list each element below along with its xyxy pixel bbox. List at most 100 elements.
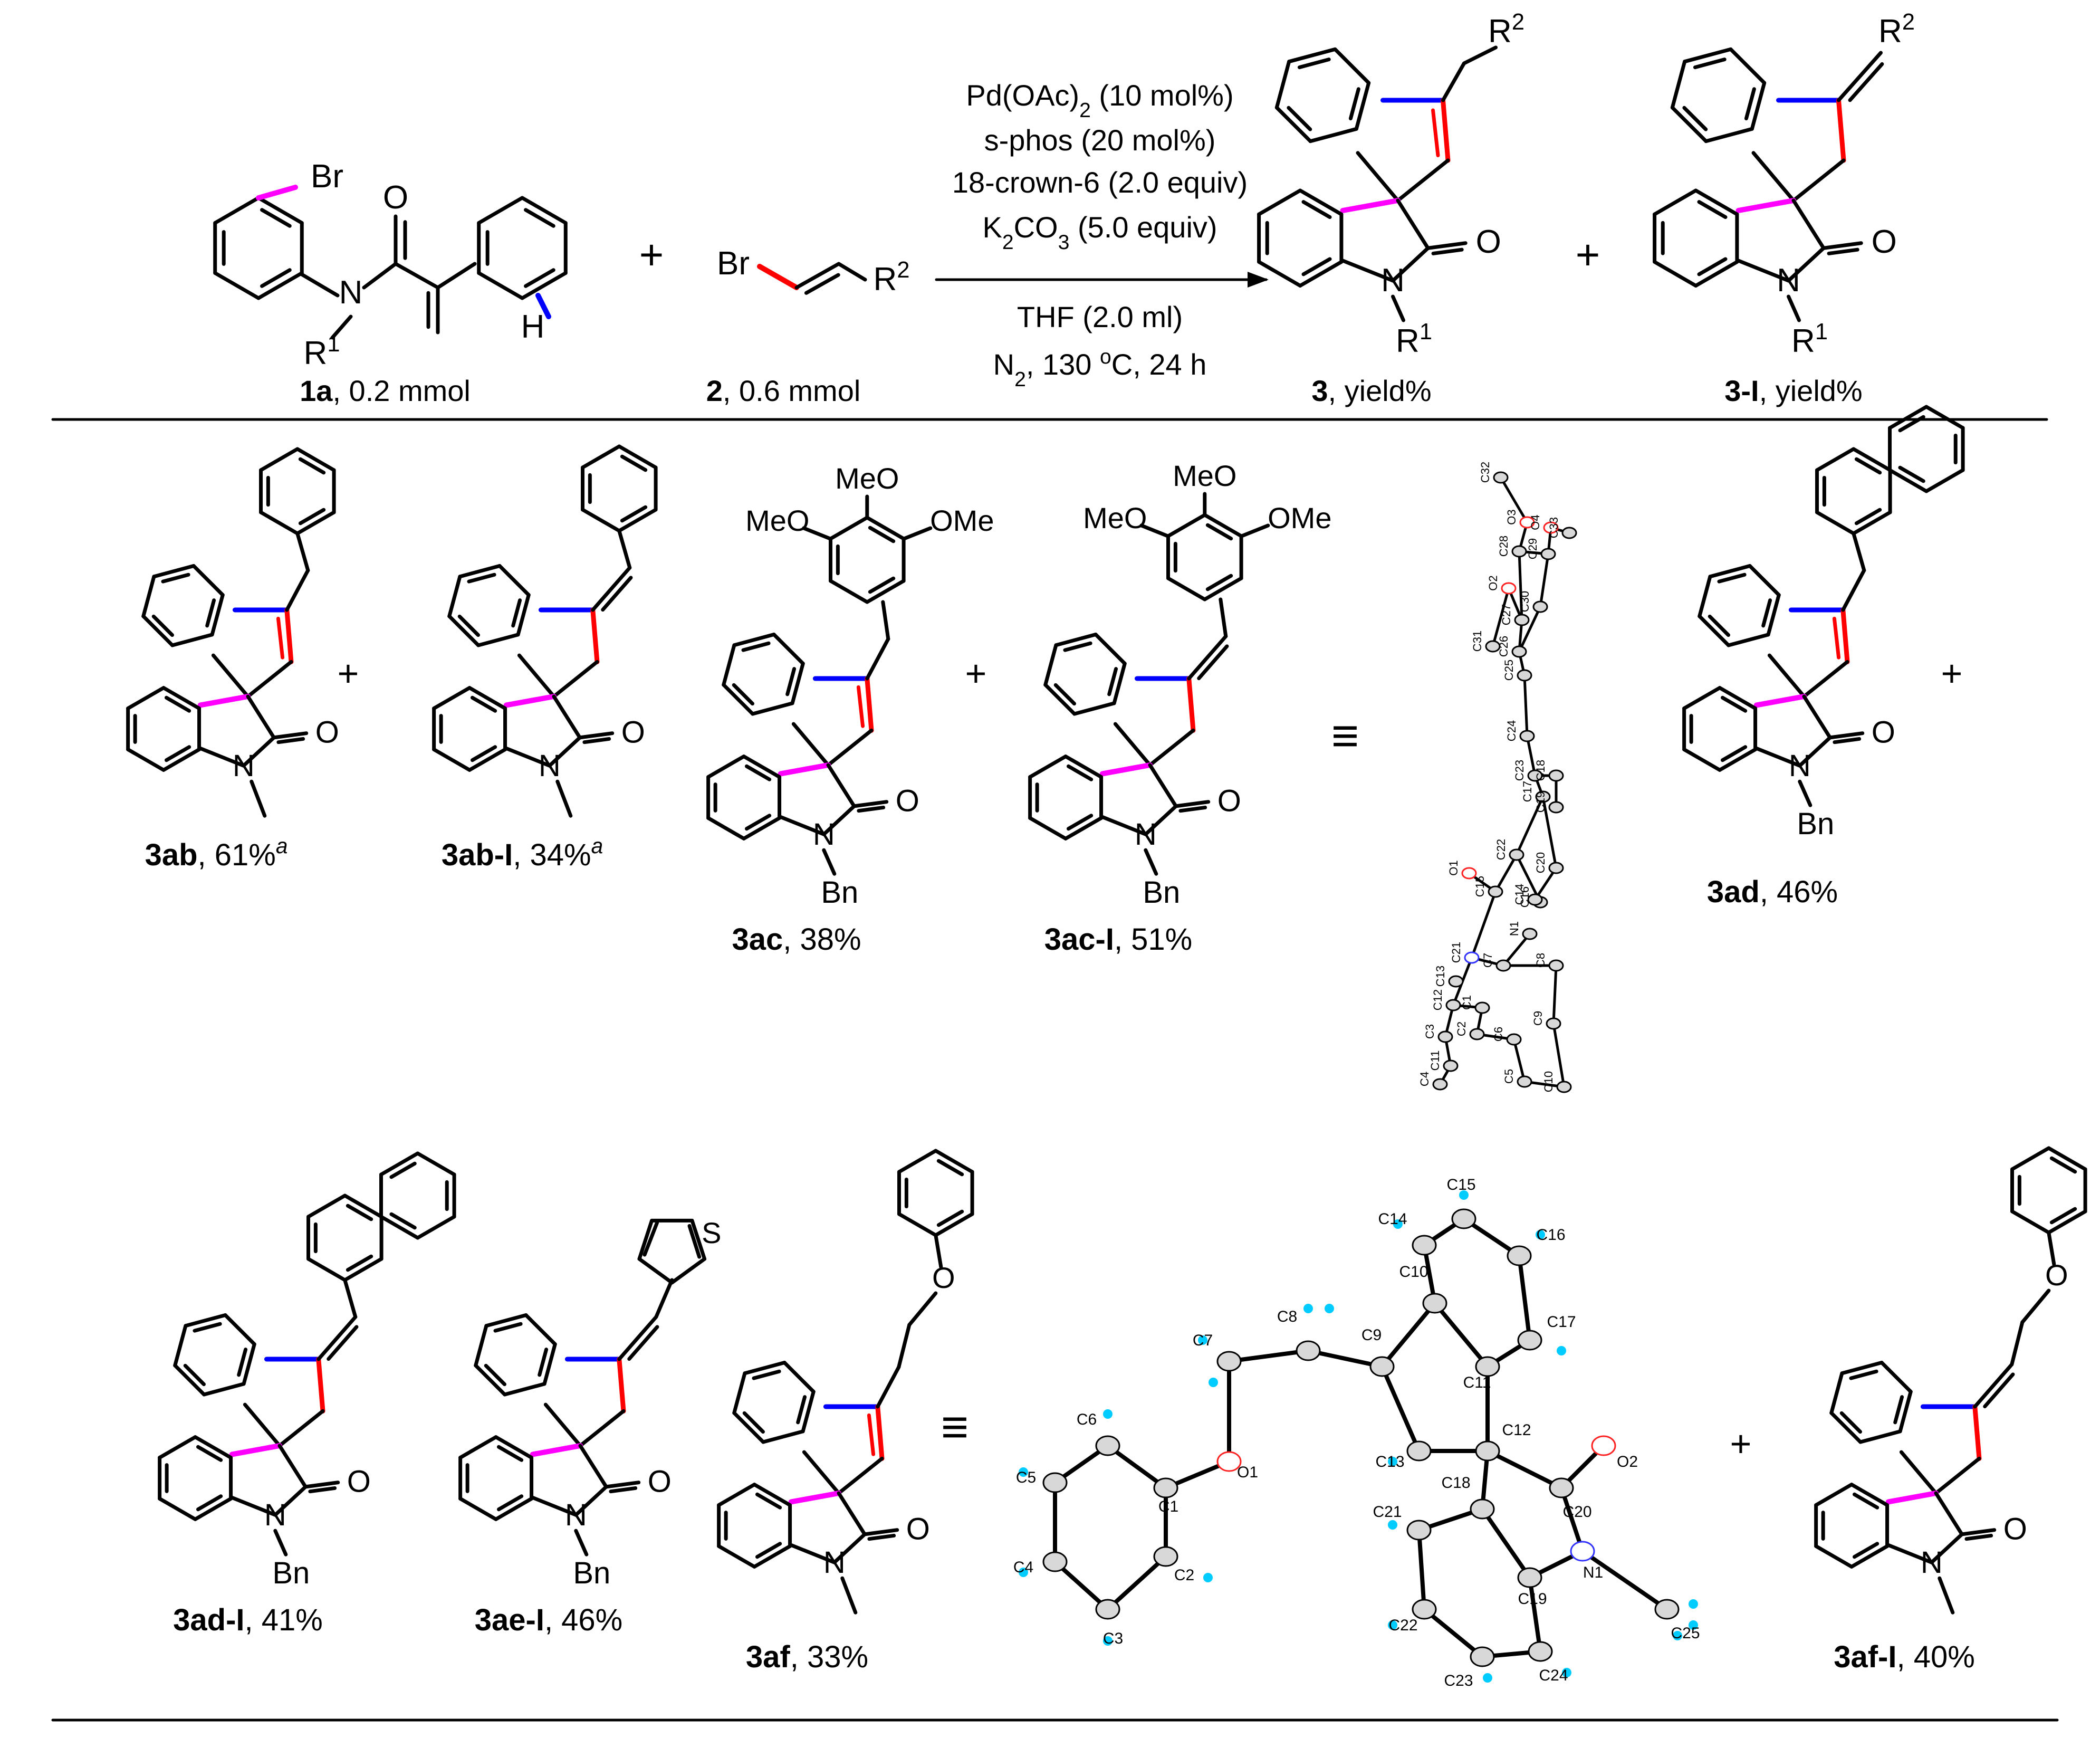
- bond-line: [242, 1342, 256, 1386]
- label-part: 3: [1058, 231, 1070, 254]
- label-part: , 40%: [1896, 1640, 1974, 1674]
- magenta-bond: [788, 1491, 841, 1505]
- bond-line: [822, 804, 856, 836]
- bond-line: [1054, 633, 1098, 647]
- bond-line: [1274, 60, 1291, 110]
- n-atom: N: [233, 749, 255, 783]
- ortep-bond: [1552, 964, 1558, 1025]
- bond-line: [470, 745, 497, 762]
- ortep-atom: [1548, 801, 1564, 814]
- ortep-label: C21: [1450, 942, 1463, 963]
- bond-line: [1960, 1528, 1997, 1536]
- n-atom: N: [539, 749, 561, 783]
- bond-line: [785, 667, 797, 696]
- bond-line: [643, 1220, 659, 1257]
- hydrogen-atom: [1303, 1304, 1313, 1313]
- hydrogen-atom: [1203, 1573, 1213, 1582]
- bond-line: [742, 1411, 765, 1434]
- bond-line: [467, 686, 507, 711]
- bond-line: [246, 660, 293, 699]
- bond-line: [717, 1483, 756, 1507]
- ortep-atom: [1570, 1541, 1595, 1562]
- bond-line: [1066, 814, 1094, 831]
- bond-line: [161, 686, 202, 711]
- label-part: 2: [1079, 99, 1091, 122]
- bond-line: [620, 505, 648, 523]
- bond-line: [246, 694, 276, 740]
- bond-line: [706, 816, 746, 841]
- ortep-bond: [1433, 1301, 1490, 1369]
- red-bond: [590, 607, 600, 664]
- ortep-label: C31: [1471, 631, 1484, 652]
- bond-line: [1683, 47, 1733, 64]
- ortep-bond: [1526, 734, 1537, 777]
- condition-base: K2CO3 (5.0 equiv): [982, 211, 1217, 254]
- ortep-atom: [1528, 1641, 1553, 1662]
- bond-line: [285, 568, 310, 612]
- ortep-atom: [1506, 1033, 1522, 1046]
- bond-line: [504, 746, 552, 768]
- bond-line: [801, 1390, 816, 1434]
- ortep-label: C25: [1502, 660, 1516, 681]
- plus-sign: +: [338, 653, 359, 694]
- ortep-bond: [1106, 1444, 1168, 1490]
- red-bond: [757, 264, 799, 290]
- bond-line: [1849, 1369, 1878, 1380]
- ortep-atom: [1437, 1030, 1453, 1043]
- compound-caption: 3ab, 61%a: [145, 834, 288, 872]
- methoxy-label: OMe: [930, 504, 994, 537]
- bond-line: [1287, 106, 1312, 131]
- bond-line: [601, 576, 633, 612]
- hydrogen-atom: [1019, 1568, 1028, 1577]
- ortep-atom: [1042, 1472, 1068, 1493]
- ortep-atom: [1517, 669, 1532, 682]
- ortep-atom: [1517, 1567, 1542, 1588]
- bond-line: [1301, 200, 1332, 219]
- ortep-bond: [1518, 550, 1523, 622]
- bond-line: [1841, 568, 1866, 612]
- equivalence-symbol: ≡: [1331, 710, 1359, 762]
- ortep-atom: [1445, 999, 1461, 1011]
- ortep-label: C26: [1497, 636, 1510, 657]
- bond-line: [273, 1529, 288, 1556]
- bond-line: [791, 722, 830, 767]
- bond-line: [582, 737, 611, 744]
- label-part: CO: [1014, 211, 1058, 244]
- ortep-bond: [1494, 853, 1518, 893]
- ortep-atom: [1514, 614, 1530, 626]
- ortep-bond: [1523, 674, 1529, 738]
- bond-line: [732, 1371, 747, 1415]
- o-atom: O: [383, 179, 408, 216]
- bond-line: [362, 262, 398, 290]
- bond-line: [934, 1212, 974, 1237]
- bond-line: [497, 564, 531, 597]
- bond-line: [1708, 614, 1730, 637]
- bond-line: [1821, 241, 1863, 250]
- bond-line: [826, 728, 874, 767]
- bond-line: [1750, 81, 1767, 131]
- ortep-atom: [1412, 1599, 1437, 1620]
- hydrogen-atom: [1459, 1190, 1469, 1200]
- label-part: o: [1100, 346, 1111, 368]
- ortep-bond: [1480, 1507, 1532, 1580]
- ortep-label: C20: [1562, 1503, 1591, 1521]
- condition-ligand: s-phos (20 mol%): [984, 123, 1216, 157]
- ortep-atom: [1369, 1356, 1395, 1377]
- ortep-label: C16: [1536, 1226, 1565, 1244]
- r2-label: R2: [1488, 9, 1524, 50]
- bond-line: [751, 701, 794, 716]
- bond-line: [1166, 513, 1207, 538]
- bond-line: [457, 614, 480, 637]
- benzyl-label: Bn: [1143, 875, 1180, 910]
- n-atom: N: [813, 817, 835, 852]
- bond-line: [259, 510, 300, 536]
- bond-line: [1257, 260, 1302, 288]
- label-part: 3ab: [145, 838, 198, 872]
- o-atom: O: [1872, 715, 1895, 750]
- bond-line: [1852, 1492, 1880, 1510]
- plus-sign: +: [1730, 1423, 1752, 1464]
- o-atom: O: [315, 715, 339, 750]
- bond-line: [741, 641, 771, 652]
- bond-line: [272, 731, 309, 740]
- label-part: , 34%: [513, 838, 591, 872]
